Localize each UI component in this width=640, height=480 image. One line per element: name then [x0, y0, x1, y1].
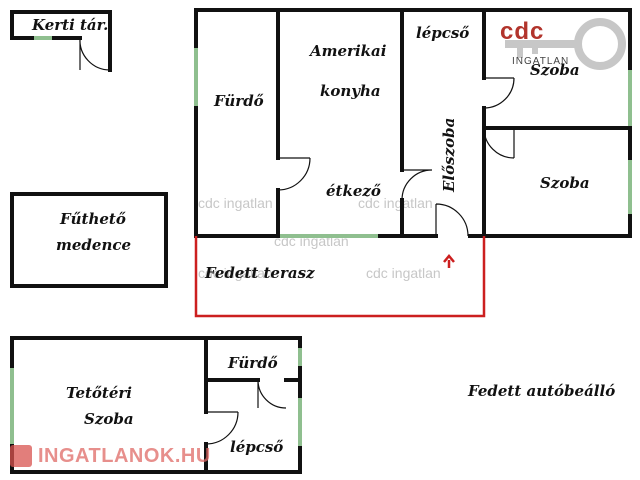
- room-label-eloszoba: Előszoba: [440, 118, 458, 193]
- house-icon: [10, 445, 32, 467]
- main-house: Fürdő Amerikai konyha lépcső Szoba étkez…: [194, 8, 632, 238]
- heated-pool: Fűthető medence: [10, 192, 168, 288]
- room-label-autobeallo: Fedett autóbeálló: [467, 382, 615, 400]
- brand-logo: cdc: [500, 18, 545, 45]
- room-label-tetoteri: Tetőtéri: [66, 384, 132, 402]
- footer-logo: INGATLANOK.HU: [10, 442, 211, 470]
- covered-terrace: Fedett terasz: [194, 236, 486, 318]
- footer-brand: INGATLANOK.HU: [38, 444, 211, 467]
- key-icon: [505, 18, 626, 70]
- room-label-szoba-mid: Szoba: [540, 174, 590, 192]
- upper-floor: Tetőtéri Szoba Fürdő lépcső: [10, 336, 302, 474]
- watermark-text: cdc ingatlan: [358, 195, 433, 211]
- room-label-szoba-top: Szoba: [530, 61, 580, 79]
- watermark-text: cdc ingatlan: [198, 265, 273, 281]
- entrance-arrow-icon: [443, 254, 455, 268]
- room-label-szoba-upper: Szoba: [84, 410, 134, 428]
- watermark-text: cdc ingatlan: [366, 265, 441, 281]
- room-label-amerikai: Amerikai: [308, 42, 387, 60]
- room-label-furdo-upper: Fürdő: [227, 354, 278, 372]
- room-label-medence: medence: [56, 236, 131, 254]
- room-label-kerti-tar: Kerti tár.: [31, 16, 108, 34]
- brand-subtitle: INGATLAN: [512, 56, 570, 67]
- room-label-furdo: Fürdő: [213, 92, 264, 110]
- watermark-text: cdc ingatlan: [198, 195, 273, 211]
- room-label-lepcso-upper: lépcső: [230, 438, 283, 456]
- room-label-futheto: Fűthető: [59, 210, 126, 228]
- garden-shed: Kerti tár.: [10, 10, 112, 72]
- room-label-konyha: konyha: [320, 82, 381, 100]
- room-label-fedett-terasz: Fedett terasz: [204, 264, 315, 282]
- room-label-lepcso: lépcső: [416, 24, 469, 42]
- room-label-etkezo: étkező: [326, 182, 381, 200]
